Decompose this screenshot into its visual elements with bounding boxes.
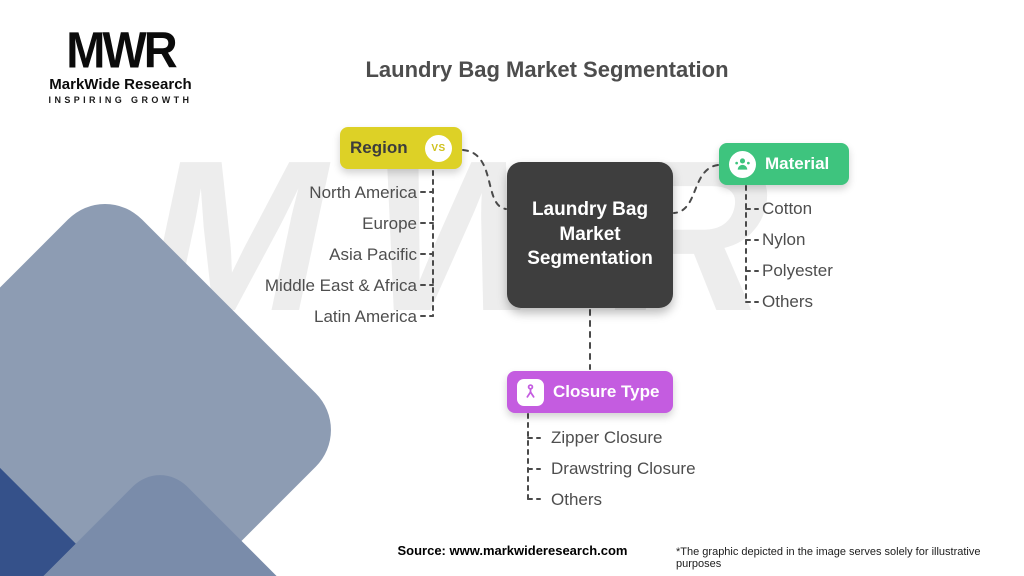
region-list: North America Europe Asia Pacific Middle… [137, 177, 417, 332]
closure-list: Zipper Closure Drawstring Closure Others [551, 422, 696, 515]
logo-tagline: Inspiring Growth [48, 95, 193, 105]
page-title: Laundry Bag Market Segmentation [365, 57, 729, 82]
disclaimer-text: *The graphic depicted in the image serve… [676, 546, 981, 570]
list-item: Middle East & Africa [264, 276, 417, 295]
branch-badge-region: Region VS [340, 127, 462, 169]
branch-badge-closure: Closure Type [507, 371, 673, 413]
list-item: Polyester [762, 261, 833, 280]
list-item: Asia Pacific [329, 245, 417, 264]
source-text: Source: www.markwideresearch.com [397, 543, 628, 558]
logo-acronym: MWR [66, 20, 177, 79]
list-item: Others [551, 490, 603, 509]
branch-label-material: Material [765, 154, 830, 173]
material-list: Cotton Nylon Polyester Others [762, 193, 833, 317]
list-item: Zipper Closure [551, 428, 663, 447]
branch-label-region: Region [350, 138, 408, 157]
list-item: Europe [362, 214, 417, 233]
zipper-icon [517, 378, 544, 406]
list-item: Latin America [314, 307, 417, 326]
vs-icon: VS [425, 134, 452, 162]
logo-name: MarkWide Research [49, 76, 192, 93]
list-item: Cotton [762, 199, 813, 218]
center-node: Laundry Bag Market Segmentation [507, 162, 673, 308]
markwide-logo: MWR MarkWide Research Inspiring Growth [38, 20, 203, 105]
list-item: North America [309, 183, 417, 202]
list-item: Nylon [762, 230, 806, 249]
people-icon [729, 150, 756, 178]
list-item: Others [762, 292, 814, 311]
branch-label-closure: Closure Type [553, 382, 660, 401]
list-item: Drawstring Closure [551, 459, 696, 478]
branch-badge-material: Material [719, 143, 849, 185]
